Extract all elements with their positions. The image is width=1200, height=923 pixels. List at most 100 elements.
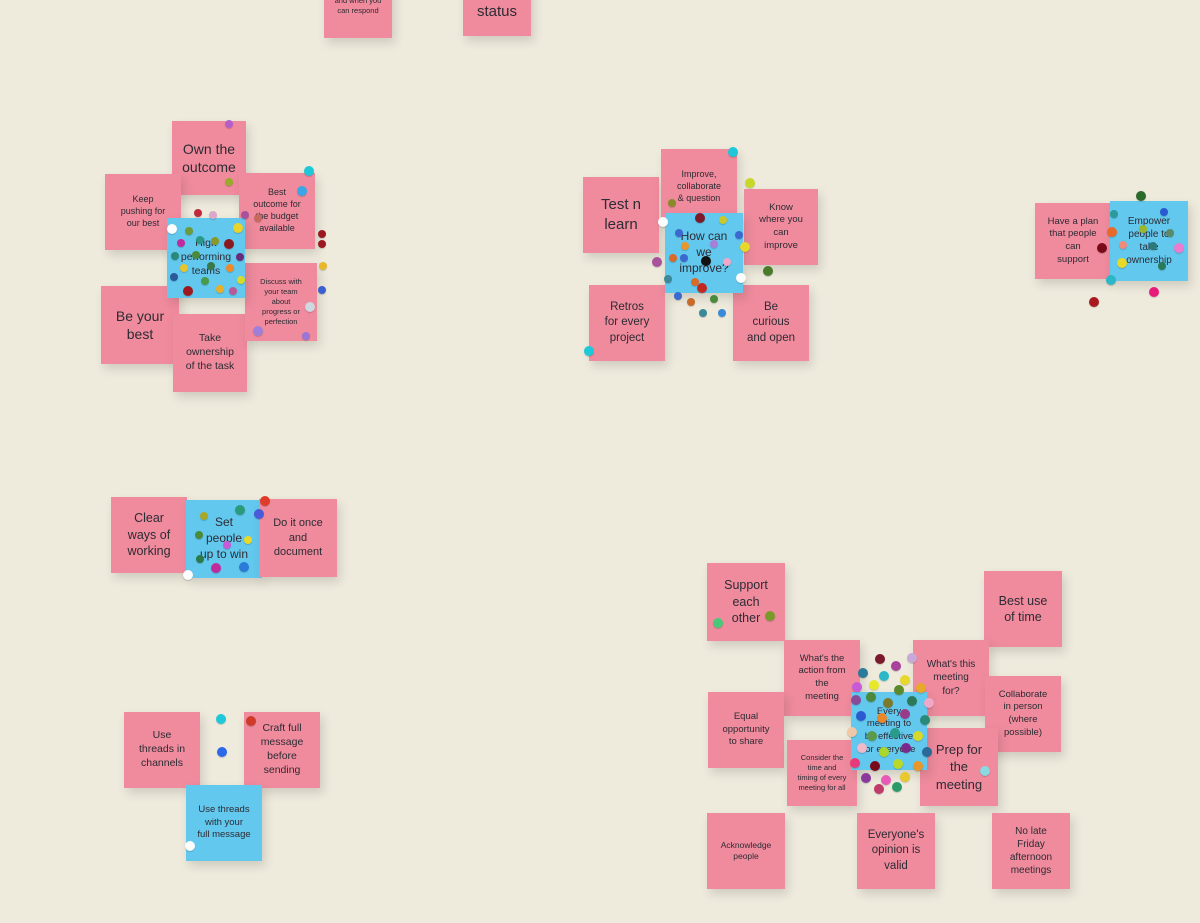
vote-dot (183, 286, 193, 296)
vote-dot (922, 747, 932, 757)
vote-dot (196, 555, 204, 563)
sticky-note[interactable]: Everyone's opinion is valid (857, 813, 935, 889)
vote-dot (237, 276, 245, 284)
vote-dot (302, 332, 310, 340)
vote-dot (892, 782, 902, 792)
sticky-note-text: Empower people to take ownership (1126, 215, 1172, 267)
sticky-note-text: How can we improve? (679, 229, 729, 275)
sticky-note-text: Craft full message before sending (260, 722, 304, 776)
vote-dot (1149, 242, 1157, 250)
sticky-note[interactable]: No late Friday afternoon meetings (992, 813, 1070, 889)
vote-dot (318, 286, 326, 294)
vote-dot (192, 251, 200, 259)
vote-dot (217, 747, 227, 757)
sticky-note[interactable]: Acknowledge people (707, 813, 785, 889)
vote-dot (209, 211, 217, 219)
sticky-note[interactable]: Clear ways of working (111, 497, 187, 573)
sticky-note[interactable]: Be curious and open (733, 285, 809, 361)
vote-dot (874, 784, 884, 794)
sticky-note-text: Test n learn (600, 196, 642, 233)
vote-dot (875, 654, 885, 664)
vote-dot (883, 698, 893, 708)
sticky-note-text: Block status (476, 0, 518, 20)
sticky-note[interactable]: Improve, collaborate & question (661, 149, 737, 225)
sticky-note[interactable]: Test n learn (583, 177, 659, 253)
sticky-note-text: Acknowledge people (720, 839, 772, 861)
sticky-note[interactable]: Use threads with your full message (186, 785, 262, 861)
sticky-note-text: No late Friday afternoon meetings (1009, 825, 1053, 877)
sticky-note[interactable]: Best use of time (984, 571, 1062, 647)
sticky-note-text: Best use of time (998, 593, 1048, 625)
vote-dot (913, 731, 923, 741)
sticky-note[interactable]: Retros for every project (589, 285, 665, 361)
sticky-note[interactable]: What's the action from the meeting (784, 640, 860, 716)
vote-dot (740, 242, 750, 252)
vote-dot (669, 254, 677, 262)
vote-dot (710, 295, 718, 303)
sticky-note[interactable]: Set people up to win (186, 500, 262, 578)
vote-dot (866, 692, 876, 702)
vote-dot (239, 562, 249, 572)
sticky-note[interactable]: Do it once and document (259, 499, 337, 577)
sticky-note[interactable]: Own the outcome (172, 121, 246, 195)
vote-dot (701, 256, 711, 266)
vote-dot (857, 743, 867, 753)
vote-dot (735, 231, 743, 239)
vote-dot (664, 275, 672, 283)
vote-dot (900, 675, 910, 685)
vote-dot (668, 199, 676, 207)
sticky-note[interactable]: Best outcome for the budget available (239, 173, 315, 249)
vote-dot (681, 242, 689, 250)
vote-dot (1174, 243, 1184, 253)
sticky-note[interactable]: How can we improve? (665, 213, 743, 293)
sticky-note-text: Equal opportunity to share (722, 711, 770, 748)
vote-dot (687, 298, 695, 306)
sticky-note-text: and when you can respond (334, 0, 382, 15)
vote-dot (652, 257, 662, 267)
vote-dot (699, 309, 707, 317)
sticky-note[interactable]: Take ownership of the task (173, 314, 247, 392)
vote-dot (913, 761, 923, 771)
vote-dot (893, 759, 903, 769)
sticky-note[interactable]: Craft full message before sending (244, 712, 320, 788)
vote-dot (229, 287, 237, 295)
vote-dot (183, 570, 193, 580)
vote-dot (680, 254, 688, 262)
sticky-note[interactable]: Prep for the meeting (920, 728, 998, 806)
vote-dot (235, 505, 245, 515)
vote-dot (170, 273, 178, 281)
vote-dot (675, 229, 683, 237)
sticky-note-text: Support each other (724, 578, 768, 626)
sticky-note[interactable]: and when you can respond (324, 0, 392, 38)
sticky-note[interactable]: Block status (463, 0, 531, 36)
vote-dot (1149, 287, 1159, 297)
sticky-note-text: Own the outcome (182, 140, 236, 175)
vote-dot (891, 661, 901, 671)
sticky-note[interactable]: Equal opportunity to share (708, 692, 784, 768)
vote-dot (185, 841, 195, 851)
vote-dot (1166, 229, 1174, 237)
vote-dot (1119, 241, 1127, 249)
vote-dot (297, 186, 307, 196)
sticky-note[interactable]: Support each other (707, 563, 785, 641)
vote-dot (225, 120, 233, 128)
sticky-note[interactable]: Consider the time and timing of every me… (787, 740, 857, 806)
vote-dot (246, 716, 256, 726)
vote-dot (211, 563, 221, 573)
sticky-note-text: Keep pushing for our best (120, 194, 166, 228)
sticky-note-text: Improve, collaborate & question (676, 169, 722, 203)
vote-dot (305, 302, 315, 312)
sticky-note[interactable]: Be your best (101, 286, 179, 364)
sticky-note-text: Set people up to win (199, 515, 249, 561)
vote-dot (674, 292, 682, 300)
sticky-note-text: Use threads in channels (138, 729, 186, 769)
sticky-note[interactable]: Use threads in channels (124, 712, 200, 788)
vote-dot (890, 728, 900, 738)
vote-dot (1089, 297, 1099, 307)
sticky-note[interactable]: Know where you can improve (744, 189, 818, 265)
vote-dot (1106, 275, 1116, 285)
vote-dot (1160, 208, 1168, 216)
sticky-note[interactable]: Have a plan that people can support (1035, 203, 1111, 279)
vote-dot (879, 671, 889, 681)
